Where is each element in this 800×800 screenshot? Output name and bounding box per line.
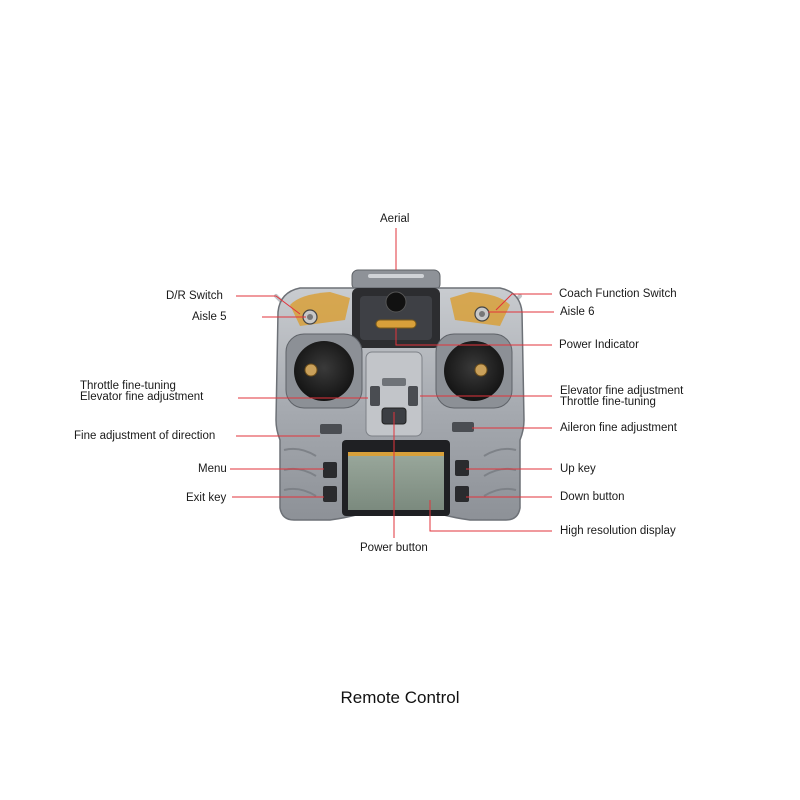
label-up-key: Up key — [560, 463, 596, 476]
label-elevator-fine-left: Elevator fine adjustment — [80, 392, 203, 403]
label-exit-key: Exit key — [186, 492, 226, 505]
left-gimbal — [294, 341, 354, 401]
label-power-button: Power button — [360, 542, 428, 555]
exit-key — [323, 486, 337, 502]
label-hr-display: High resolution display — [560, 525, 676, 538]
label-aileron-fine: Aileron fine adjustment — [560, 422, 677, 435]
label-aisle6: Aisle 6 — [560, 306, 595, 319]
top-handle — [352, 270, 440, 290]
label-coach-switch: Coach Function Switch — [559, 288, 677, 301]
label-aerial: Aerial — [380, 213, 409, 226]
up-key — [455, 460, 469, 476]
label-menu: Menu — [198, 463, 227, 476]
label-dr-switch: D/R Switch — [166, 290, 223, 303]
left-stick — [305, 364, 317, 376]
label-throttle-fine-right: Throttle fine-tuning — [560, 397, 656, 408]
right-gimbal — [444, 341, 504, 401]
down-key — [455, 486, 469, 502]
left-horizontal-trim — [320, 424, 342, 434]
figure-caption: Remote Control — [0, 688, 800, 708]
power-indicator-knob — [386, 292, 406, 312]
right-stick — [475, 364, 487, 376]
label-fine-direction: Fine adjustment of direction — [74, 430, 215, 443]
power-indicator-light — [376, 320, 416, 328]
right-horizontal-trim — [452, 422, 474, 432]
label-power-indicator: Power Indicator — [559, 339, 639, 352]
menu-key — [323, 462, 337, 478]
label-aisle5: Aisle 5 — [192, 311, 227, 324]
label-down-button: Down button — [560, 491, 625, 504]
